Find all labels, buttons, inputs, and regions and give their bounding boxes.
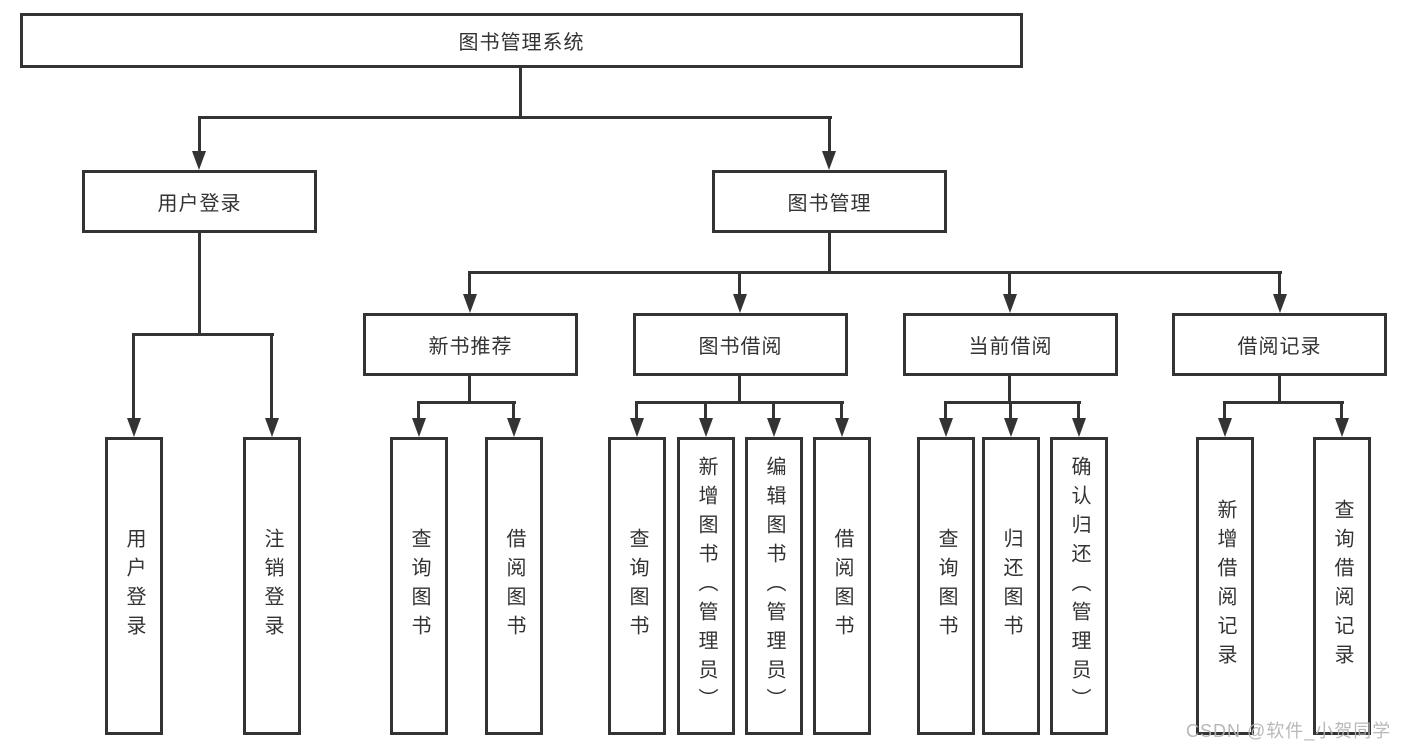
node-user-login: 用户登录 — [82, 170, 317, 233]
leaf-label: 用户登录 — [123, 528, 145, 644]
connector-vline — [1009, 401, 1012, 420]
connector-vline — [468, 376, 471, 404]
connector-hline — [417, 401, 516, 404]
arrow-down-icon — [1335, 418, 1349, 437]
leaf-borrow-books: 借阅图书 — [813, 437, 871, 735]
arrow-down-icon — [939, 418, 953, 437]
connector-vline — [738, 376, 741, 404]
leaf-return-books: 归还图书 — [982, 437, 1040, 735]
arrow-down-icon — [127, 418, 141, 437]
leaf-user-login: 用户登录 — [105, 437, 163, 735]
connector-vline — [738, 271, 741, 297]
node-label: 新书推荐 — [428, 336, 513, 358]
arrow-down-icon — [835, 418, 849, 437]
connector-vline — [828, 116, 831, 154]
leaf-label: 借阅图书 — [503, 528, 525, 644]
connector-vline — [512, 401, 515, 420]
node-book-borrowing: 图书借阅 — [633, 313, 848, 376]
connector-vline — [944, 401, 947, 420]
connector-vline — [704, 401, 707, 420]
leaf-label: 新增图书（管理员） — [695, 455, 717, 717]
arrow-down-icon — [699, 418, 713, 437]
leaf-label: 借阅图书 — [831, 528, 853, 644]
arrow-down-icon — [1003, 294, 1017, 313]
leaf-label: 查询图书 — [626, 528, 648, 644]
arrow-down-icon — [463, 294, 477, 313]
connector-vline — [1008, 271, 1011, 297]
arrow-down-icon — [192, 151, 206, 170]
connector-vline — [198, 233, 201, 336]
connector-vline — [468, 271, 471, 297]
leaf-query-books-borrowing: 查询图书 — [608, 437, 666, 735]
leaf-add-borrow-record: 新增借阅记录 — [1196, 437, 1254, 735]
leaf-label: 确认归还（管理员） — [1068, 455, 1090, 717]
arrow-down-icon — [630, 418, 644, 437]
node-book-management: 图书管理 — [712, 170, 947, 233]
connector-vline — [417, 401, 420, 420]
connector-vline — [1278, 376, 1281, 404]
leaf-confirm-return-admin: 确认归还（管理员） — [1050, 437, 1108, 735]
connector-vline — [198, 116, 201, 154]
arrow-down-icon — [507, 418, 521, 437]
connector-vline — [270, 333, 273, 420]
leaf-logout: 注销登录 — [243, 437, 301, 735]
leaf-query-books-recommend: 查询图书 — [390, 437, 448, 735]
node-label: 当前借阅 — [968, 336, 1053, 358]
connector-vline — [1278, 271, 1281, 297]
leaf-label: 归还图书 — [1000, 528, 1022, 644]
connector-vline — [519, 68, 522, 119]
connector-hline — [468, 271, 1282, 274]
arrow-down-icon — [1004, 418, 1018, 437]
arrow-down-icon — [733, 294, 747, 313]
node-label: 图书管理 — [787, 193, 872, 215]
connector-hline — [198, 116, 832, 119]
arrow-down-icon — [822, 151, 836, 170]
arrow-down-icon — [265, 418, 279, 437]
node-label: 图书管理系统 — [458, 32, 585, 54]
leaf-label: 新增借阅记录 — [1214, 499, 1236, 673]
connector-vline — [828, 233, 831, 274]
arrow-down-icon — [412, 418, 426, 437]
connector-vline — [1223, 401, 1226, 420]
watermark: CSDN @软件_小贺同学 — [1186, 721, 1392, 741]
connector-vline — [1008, 376, 1011, 404]
arrow-down-icon — [1072, 418, 1086, 437]
connector-vline — [1077, 401, 1080, 420]
connector-vline — [1340, 401, 1343, 420]
leaf-label: 查询图书 — [935, 528, 957, 644]
leaf-label: 编辑图书（管理员） — [763, 455, 785, 717]
node-label: 借阅记录 — [1237, 336, 1322, 358]
leaf-query-books-current: 查询图书 — [917, 437, 975, 735]
node-new-book-recommendation: 新书推荐 — [363, 313, 578, 376]
arrow-down-icon — [767, 418, 781, 437]
node-label: 用户登录 — [157, 193, 242, 215]
arrow-down-icon — [1273, 294, 1287, 313]
leaf-edit-book-admin: 编辑图书（管理员） — [745, 437, 803, 735]
leaf-label: 查询借阅记录 — [1331, 499, 1353, 673]
arrow-down-icon — [1218, 418, 1232, 437]
connector-vline — [635, 401, 638, 420]
leaf-borrow-books-recommend: 借阅图书 — [485, 437, 543, 735]
connector-vline — [132, 333, 135, 420]
connector-vline — [772, 401, 775, 420]
connector-vline — [840, 401, 843, 420]
connector-hline — [944, 401, 1081, 404]
connector-hline — [1223, 401, 1344, 404]
node-label: 图书借阅 — [698, 336, 783, 358]
leaf-label: 注销登录 — [261, 528, 283, 644]
leaf-add-book-admin: 新增图书（管理员） — [677, 437, 735, 735]
node-borrowing-records: 借阅记录 — [1172, 313, 1387, 376]
leaf-query-borrow-record: 查询借阅记录 — [1313, 437, 1371, 735]
node-root: 图书管理系统 — [20, 13, 1023, 68]
leaf-label: 查询图书 — [408, 528, 430, 644]
node-current-borrowing: 当前借阅 — [903, 313, 1118, 376]
connector-hline — [132, 333, 274, 336]
connector-hline — [635, 401, 844, 404]
